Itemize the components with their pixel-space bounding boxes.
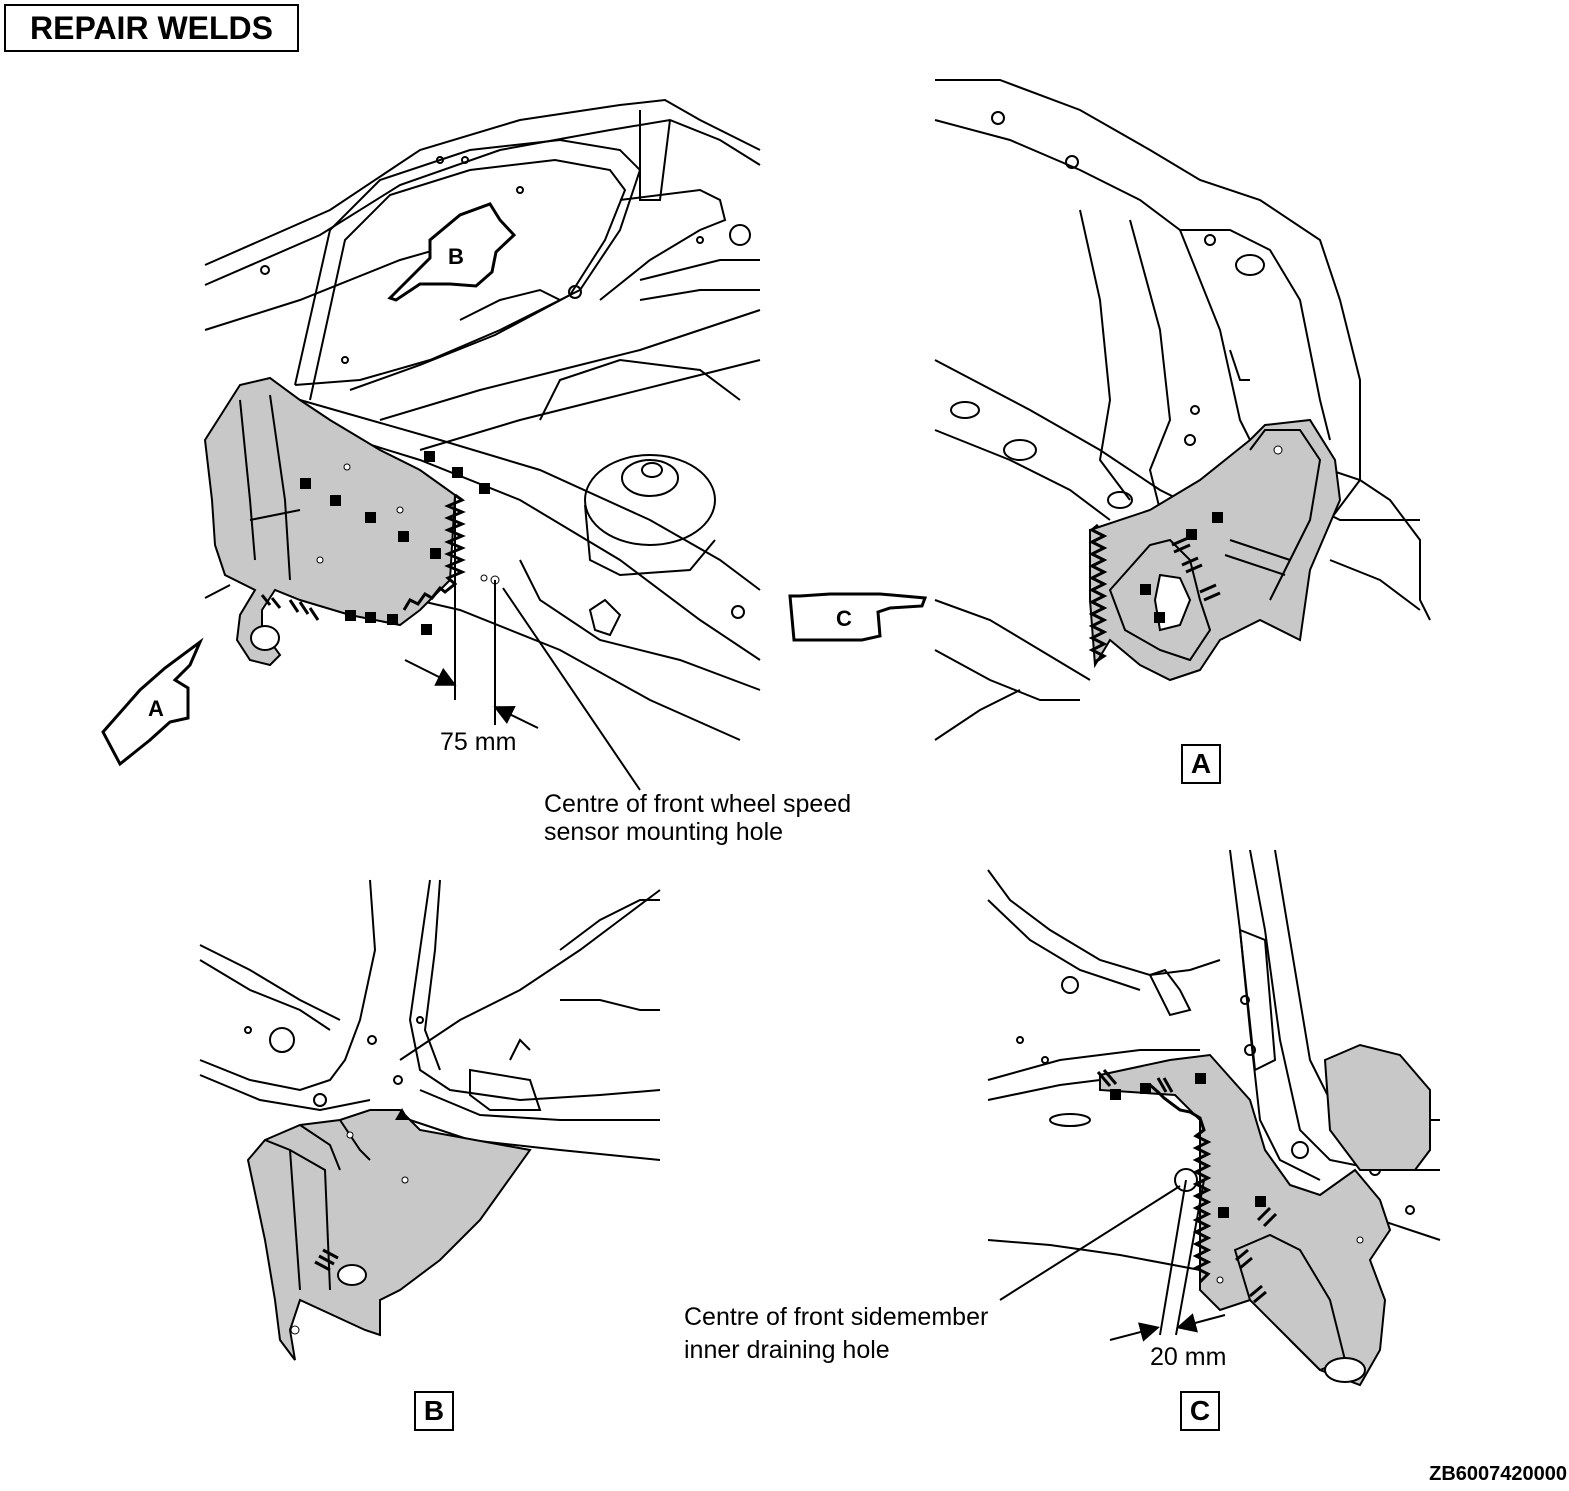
speed-sensor-callout-line2: sensor mounting hole	[544, 818, 784, 846]
view-a-weld-seam	[1088, 523, 1108, 664]
drain-hole-callout-line2: inner draining hole	[684, 1336, 890, 1364]
view-a-repair-area	[1089, 418, 1342, 682]
view-a-short-welds	[1171, 536, 1221, 602]
pointer-hand-b-icon	[387, 202, 517, 302]
drain-hole-callout-line1: Centre of front sidemember	[684, 1303, 989, 1331]
dimension-20mm-label: 20 mm	[1150, 1343, 1227, 1371]
page-title: REPAIR WELDS	[4, 4, 299, 52]
dimension-75mm-label: 75 mm	[440, 728, 517, 756]
main-view-short-welds	[260, 594, 320, 621]
view-b-illustration	[199, 879, 661, 1161]
view-c-repair-area	[1099, 1043, 1431, 1387]
view-b-repair-area	[246, 1109, 532, 1361]
speed-sensor-callout-line1: Centre of front wheel speed	[544, 790, 852, 818]
main-view-illustration	[204, 98, 761, 741]
pointer-hand-c-icon	[788, 592, 928, 642]
view-b-short-welds	[314, 1248, 339, 1272]
view-b-label: B	[414, 1391, 454, 1431]
main-view-weld-seam	[402, 493, 466, 611]
reference-code: ZB6007420000	[1429, 1463, 1567, 1485]
view-c-weld-seam	[1149, 1083, 1212, 1284]
view-a-illustration	[934, 79, 1431, 741]
dimension-20mm-lines	[999, 1179, 1226, 1342]
main-view-repair-area	[203, 376, 500, 667]
view-a-spot-welds	[1140, 512, 1223, 623]
view-c-spot-welds	[1110, 1073, 1266, 1218]
pointer-c-label: C	[836, 606, 852, 631]
dimension-75mm-lines	[204, 495, 641, 791]
view-a-label: A	[1181, 744, 1221, 784]
pointer-a-label: A	[148, 696, 164, 721]
pointer-b-label: B	[448, 244, 464, 269]
view-c-label: C	[1180, 1391, 1220, 1431]
view-b-weld-marker-icon	[395, 1108, 409, 1120]
pointer-hand-a-icon	[101, 637, 204, 767]
main-view-spot-welds	[300, 451, 490, 635]
view-c-short-welds	[1096, 1069, 1278, 1304]
